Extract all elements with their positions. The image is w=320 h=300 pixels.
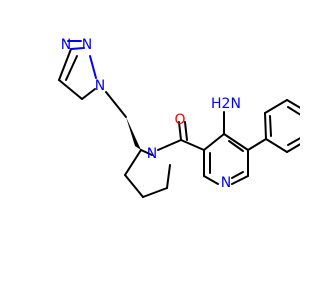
carbonyl-o-label: O xyxy=(174,112,185,128)
molecule-diagram: N N N N O H2N N xyxy=(58,37,300,198)
bond xyxy=(286,99,300,109)
bond xyxy=(70,47,85,50)
bond xyxy=(58,48,72,81)
bond xyxy=(124,174,144,198)
triazole-n-label: N xyxy=(82,37,92,53)
wedge-bond xyxy=(126,117,141,150)
amine-label: H2N xyxy=(211,96,241,112)
bond xyxy=(203,175,219,185)
bond xyxy=(81,88,96,100)
bond xyxy=(264,112,267,140)
atom-labels: N N N N O H2N N xyxy=(61,37,241,191)
triazole-n-label: N xyxy=(95,78,105,94)
bond xyxy=(89,55,97,79)
amide-group xyxy=(157,121,205,151)
bond xyxy=(265,138,288,153)
bond xyxy=(264,99,288,114)
bond xyxy=(269,115,272,137)
bond xyxy=(180,139,205,151)
phenyl-ring xyxy=(247,99,300,153)
bond xyxy=(166,164,171,189)
bond xyxy=(178,121,182,141)
linker-and-pyrrolidine xyxy=(105,91,171,198)
bond xyxy=(58,79,83,100)
bond xyxy=(231,171,244,179)
bond xyxy=(223,133,249,151)
bond xyxy=(287,137,300,146)
bond xyxy=(157,139,182,151)
bond xyxy=(228,140,244,152)
pyridine-ring xyxy=(203,111,249,185)
bond xyxy=(105,91,127,118)
structure-canvas: N N N N O H2N N xyxy=(58,37,300,198)
bond xyxy=(124,149,142,176)
bond xyxy=(65,55,78,81)
pyridine-n-label: N xyxy=(221,175,231,191)
bond xyxy=(286,143,300,153)
bond xyxy=(231,175,249,185)
bond xyxy=(140,149,153,156)
bond xyxy=(184,121,188,141)
pyrrolidine-n-label: N xyxy=(147,146,157,162)
triazole-ring xyxy=(58,40,97,100)
bond xyxy=(203,133,225,151)
bond xyxy=(247,138,267,151)
bond xyxy=(142,187,168,198)
triazole-n-label: N xyxy=(61,37,71,53)
bond xyxy=(287,106,300,116)
